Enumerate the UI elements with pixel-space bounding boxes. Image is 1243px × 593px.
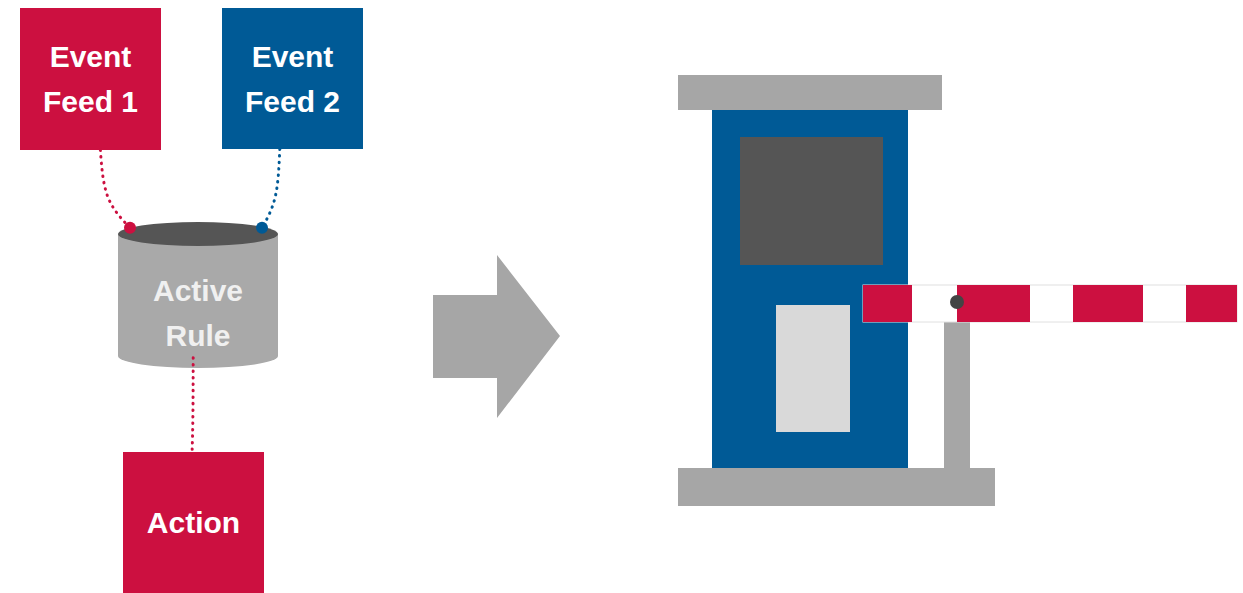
dotted-connector [100, 150, 130, 228]
connector-dot [256, 222, 268, 234]
node-label: Action [147, 500, 240, 545]
flow-arrow [433, 255, 560, 418]
node-label: Event Feed 2 [230, 34, 355, 124]
event-box: Event Feed 1 [20, 8, 161, 150]
barrier-stripe [1186, 285, 1237, 322]
barrier-stripe [957, 285, 1030, 322]
connector-group [192, 358, 193, 452]
barrier-pivot [950, 295, 964, 309]
barrier-arm [863, 285, 1237, 322]
barrier-stripe [1073, 285, 1143, 322]
cylinder-top [118, 222, 278, 246]
cylinder-body [118, 234, 278, 368]
connector-dot [124, 222, 136, 234]
connector-group [256, 149, 280, 234]
connector-group [100, 150, 136, 234]
booth-window [740, 137, 883, 265]
node-label: Event Feed 1 [28, 34, 153, 124]
barrier-stripe [863, 285, 912, 322]
booth-roof [678, 75, 942, 110]
rule-cylinder: Active Rule [118, 222, 278, 368]
dotted-connector [262, 149, 280, 228]
barrier-post [910, 322, 944, 468]
action-box: Action [123, 452, 264, 593]
node-label: Active Rule [133, 268, 263, 358]
booth-door [776, 305, 850, 432]
barrier-post [944, 322, 970, 478]
barrier-booth [678, 75, 1237, 506]
dotted-connector [192, 358, 193, 452]
event-box: Event Feed 2 [222, 8, 363, 149]
